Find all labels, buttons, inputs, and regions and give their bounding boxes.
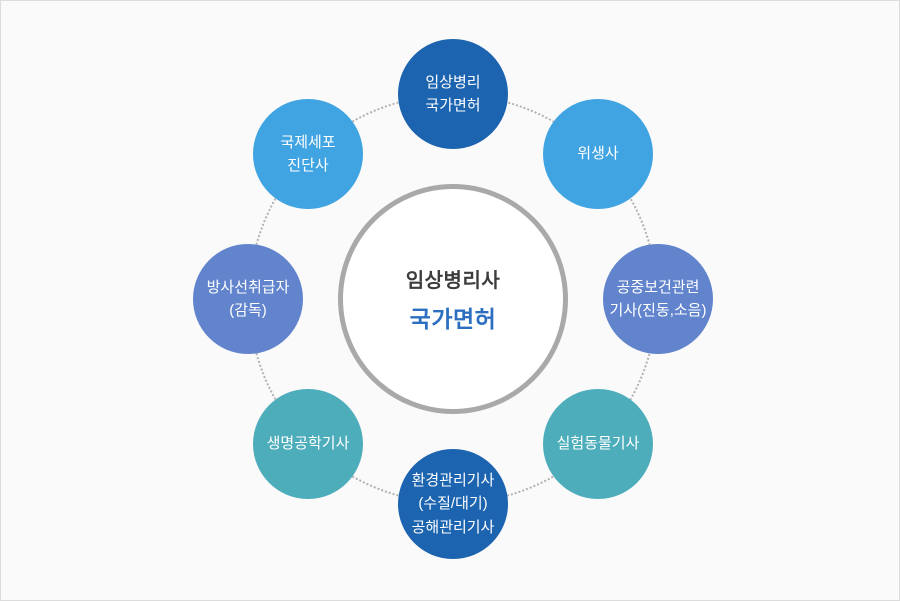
- node-public-health-engineer: 공중보건관련 기사(진동,소음): [603, 244, 713, 354]
- node-clinical-pathology-national-license: 임상병리 국가면허: [398, 39, 508, 149]
- node-laboratory-animal-engineer: 실험동물기사: [543, 389, 653, 499]
- node-label-environmental-management-engineer: 환경관리기사 (수질/대기) 공해관리기사: [411, 472, 495, 536]
- node-label-international-cytotechnologist: 국제세포 진단사: [280, 133, 336, 174]
- center-subtitle: 국가면허: [409, 306, 497, 332]
- node-label-radiation-handler-supervisor: 방사선취급자 (감독): [206, 278, 290, 319]
- node-label-sanitarian: 위생사: [577, 145, 619, 163]
- node-label-clinical-pathology: 임상병리 국가면허: [425, 73, 481, 114]
- node-international-cytotechnologist: 국제세포 진단사: [253, 99, 363, 209]
- node-radiation-handler-supervisor: 방사선취급자 (감독): [193, 244, 303, 354]
- center-title: 임상병리사: [405, 270, 501, 292]
- node-label-public-health-engineer: 공중보건관련 기사(진동,소음): [609, 278, 707, 319]
- center-circle: 임상병리사 국가면허: [338, 184, 568, 414]
- node-sanitarian: 위생사: [543, 99, 653, 209]
- node-label-biotechnology-engineer: 생명공학기사: [266, 435, 350, 453]
- node-biotechnology-engineer: 생명공학기사: [253, 389, 363, 499]
- node-label-laboratory-animal-engineer: 실험동물기사: [556, 435, 640, 453]
- node-environmental-management-engineer: 환경관리기사 (수질/대기) 공해관리기사: [398, 449, 508, 559]
